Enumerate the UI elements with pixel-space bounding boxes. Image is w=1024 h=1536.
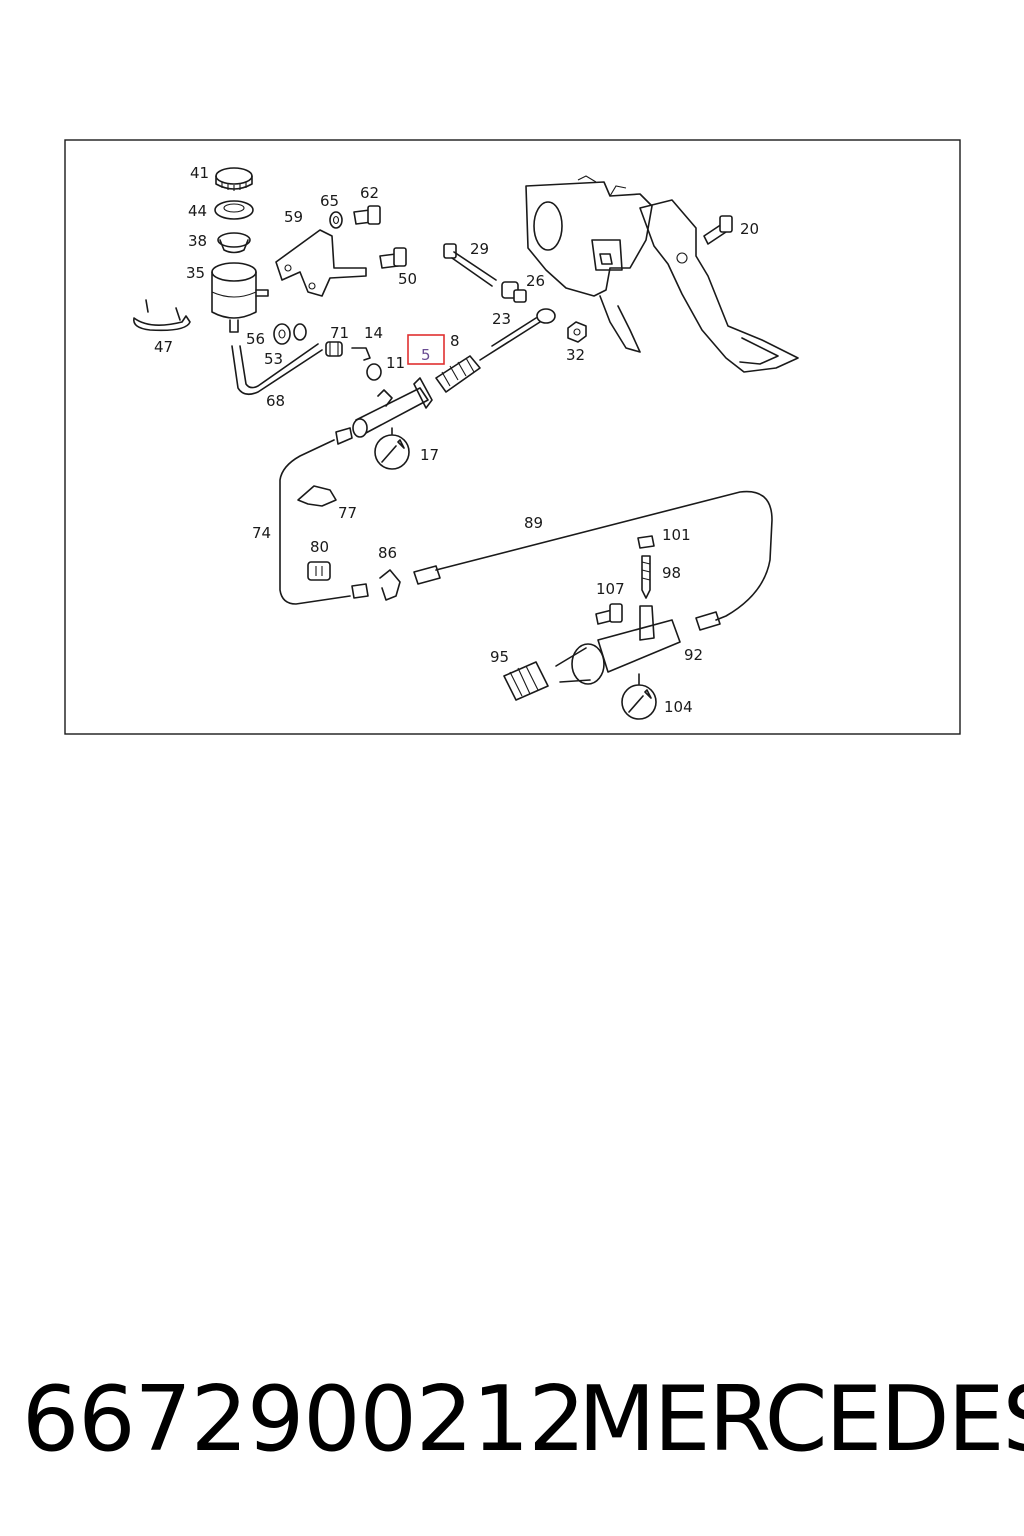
callout-74: 74 [252,524,271,542]
callout-80: 80 [310,538,329,556]
callout-56: 56 [246,330,265,348]
callout-65: 65 [320,192,339,210]
callout-44: 44 [188,202,207,220]
washer-part [329,211,343,229]
slave-cylinder-part [555,605,681,685]
callout-26: 26 [526,272,545,290]
callout-17: 17 [420,446,439,464]
seal-ring-part [366,363,382,381]
callout-59: 59 [284,208,303,226]
callout-92: 92 [684,646,703,664]
wrench-icon-17 [374,427,410,470]
callout-77: 77 [338,504,357,522]
callout-29: 29 [470,240,489,258]
grommet-part [273,323,307,345]
callout-98: 98 [662,564,681,582]
part-number: 6672900212 [22,1367,586,1472]
callout-53: 53 [264,350,283,368]
bleed-screw-part [641,555,651,599]
callout-50: 50 [398,270,417,288]
callout-104: 104 [664,698,693,716]
callout-68: 68 [266,392,285,410]
master-cylinder-part [352,377,433,438]
reservoir-strainer-part [217,232,251,254]
bolt-part-20 [703,215,733,245]
bolt-part-107 [595,603,623,625]
diagram-frame [64,139,961,735]
callout-101: 101 [662,526,691,544]
callout-35: 35 [186,264,205,282]
clutch-pedal-part [599,199,799,373]
callout-62: 62 [360,184,379,202]
boot-part-8 [435,355,481,393]
wrench-icon-104 [621,673,657,720]
clip-part-86 [379,569,401,601]
elbow-fitting-part [351,347,371,361]
callout-38: 38 [188,232,207,250]
highlight-box [407,334,445,365]
callout-labels: 41 44 38 35 47 59 65 62 50 56 53 71 14 1… [154,164,759,716]
callout-20: 20 [740,220,759,238]
brand-name: MERCEDES [578,1367,1024,1472]
callout-86: 86 [378,544,397,562]
bushing-part [501,281,527,303]
hose-holder-part [297,485,337,507]
clip-part-80 [307,561,331,581]
reservoir-body-part [211,262,269,333]
bolt-part-62 [353,205,381,225]
callout-89: 89 [524,514,543,532]
pressure-line-part [279,427,369,605]
callout-41: 41 [190,164,209,182]
footer: 6672900212 MERCEDES [0,1370,1024,1470]
callout-95: 95 [490,648,509,666]
reservoir-seal-part [214,200,254,220]
dust-boot-part [503,661,549,701]
reservoir-cap-part [215,167,253,191]
callout-8: 8 [450,332,460,350]
callout-32: 32 [566,346,585,364]
reservoir-bracket-part [133,299,191,332]
piston-rod-part [479,308,556,361]
mounting-bracket-part [275,229,367,297]
clutch-diagram: 41 44 38 35 47 59 65 62 50 56 53 71 14 1… [64,139,961,735]
hose-part [231,343,323,396]
bolt-part-50 [379,247,407,269]
callout-107: 107 [596,580,625,598]
pedal-bracket-part [525,175,653,297]
nut-part-32 [567,321,587,343]
callout-71: 71 [330,324,349,342]
callout-47: 47 [154,338,173,356]
callout-23: 23 [492,310,511,328]
callout-11: 11 [386,354,405,372]
pressure-line-89-part [413,490,773,631]
bolt-part-29 [443,243,497,287]
callout-14: 14 [364,324,383,342]
bleed-cap-part [637,535,655,549]
callout-5-highlighted: 5 [421,346,431,364]
hose-clamp-part [325,341,343,357]
